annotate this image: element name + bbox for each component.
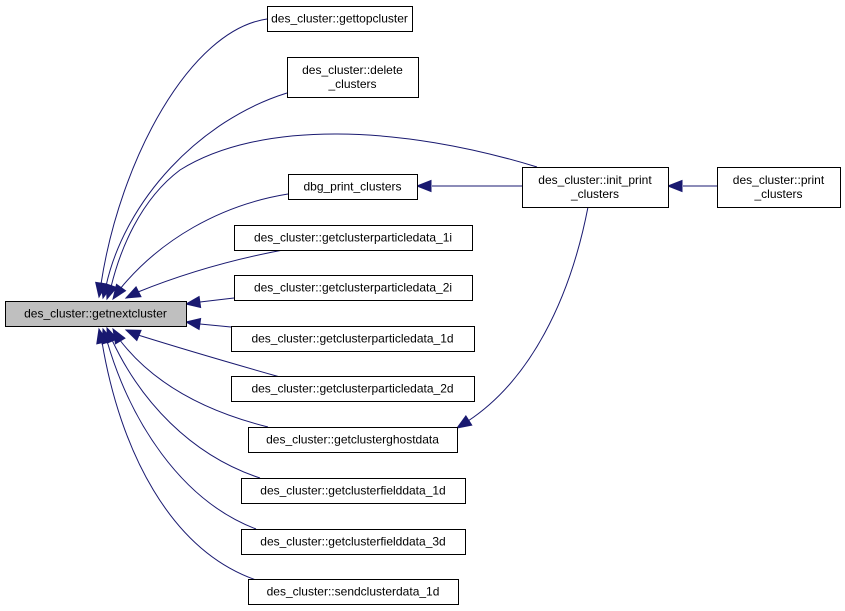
- edge-particledata_2i-to-getnextcluster: [184, 295, 235, 309]
- node-particledata-2d[interactable]: des_cluster::getclusterparticledata_2d: [231, 376, 475, 402]
- node-box: [231, 326, 475, 352]
- arrowhead-icon: [105, 283, 118, 301]
- node-box: [234, 225, 473, 251]
- arrowhead-icon: [415, 179, 432, 193]
- edge-line: [118, 338, 269, 428]
- node-label: _clusters: [327, 77, 376, 91]
- edge-line: [106, 340, 257, 530]
- node-label: des_cluster::getclusterfielddata_1d: [260, 484, 445, 498]
- edge-line: [199, 297, 235, 303]
- edges-layer: [95, 18, 717, 581]
- node-box: [231, 376, 475, 402]
- edge-init_print_clusters-to-ghostdata: [455, 206, 589, 429]
- arrowhead-icon: [455, 414, 473, 429]
- arrowhead-icon: [112, 283, 127, 301]
- arrowhead-icon: [184, 295, 202, 309]
- node-label: des_cluster::getclusterfielddata_3d: [260, 535, 445, 549]
- arrowhead-icon: [124, 329, 142, 342]
- node-particledata-1d[interactable]: des_cluster::getclusterparticledata_1d: [231, 326, 475, 352]
- node-box: [717, 167, 841, 208]
- node-label: des_cluster::getclusterparticledata_2d: [251, 382, 453, 396]
- edge-line: [105, 92, 288, 287]
- node-label: _clusters: [570, 187, 619, 201]
- edge-particledata_1i-to-getnextcluster: [124, 249, 284, 299]
- edge-line: [111, 339, 261, 479]
- edge-particledata_2d-to-getnextcluster: [124, 329, 281, 378]
- node-box: [234, 275, 473, 301]
- edge-line: [137, 334, 281, 378]
- node-fielddata-1d[interactable]: des_cluster::getclusterfielddata_1d: [241, 478, 466, 504]
- node-label: dbg_print_clusters: [303, 180, 401, 194]
- node-label: des_cluster::gettopcluster: [271, 12, 408, 26]
- node-init-print-clusters[interactable]: des_cluster::init_print_clusters: [522, 167, 669, 208]
- node-label: des_cluster::getnextcluster: [24, 307, 167, 321]
- node-sendclusterdata-1d[interactable]: des_cluster::sendclusterdata_1d: [248, 579, 459, 605]
- edge-line: [467, 206, 589, 422]
- node-label: des_cluster::getclusterparticledata_1i: [254, 231, 452, 245]
- node-print-clusters[interactable]: des_cluster::print_clusters: [717, 167, 841, 208]
- nodes-layer: des_cluster::getnextclusterdes_cluster::…: [5, 6, 841, 605]
- edge-gettopcluster-to-getnextcluster: [95, 18, 268, 299]
- node-box: [248, 427, 458, 453]
- node-dbg-print-clusters[interactable]: dbg_print_clusters: [288, 174, 418, 200]
- node-box: [288, 174, 418, 200]
- node-box: [267, 6, 413, 32]
- arrowhead-icon: [666, 179, 683, 193]
- edge-delete_clusters-to-getnextcluster: [100, 92, 288, 300]
- node-particledata-1i[interactable]: des_cluster::getclusterparticledata_1i: [234, 225, 473, 251]
- edge-init_print_clusters-to-getnextcluster: [105, 133, 538, 301]
- node-label: des_cluster::getclusterparticledata_1d: [251, 332, 453, 346]
- node-box: [522, 167, 669, 208]
- edge-line: [119, 193, 289, 290]
- node-label: _clusters: [753, 187, 802, 201]
- node-delete-clusters[interactable]: des_cluster::delete_clusters: [287, 57, 419, 98]
- node-getnextcluster[interactable]: des_cluster::getnextcluster: [5, 301, 187, 327]
- node-box: [248, 579, 459, 605]
- node-box: [241, 529, 466, 555]
- edge-init_print_clusters-to-dbg_print_clusters: [415, 179, 522, 193]
- node-box: [5, 301, 187, 327]
- node-fielddata-3d[interactable]: des_cluster::getclusterfielddata_3d: [241, 529, 466, 555]
- edge-line: [199, 323, 232, 328]
- edge-line: [110, 133, 538, 288]
- node-label: des_cluster::print: [733, 173, 825, 187]
- node-gettopcluster[interactable]: des_cluster::gettopcluster: [267, 6, 413, 32]
- edge-dbg_print_clusters-to-getnextcluster: [112, 193, 289, 301]
- node-label: des_cluster::sendclusterdata_1d: [267, 585, 440, 599]
- node-label: des_cluster::init_print: [538, 173, 652, 187]
- edge-sendclusterdata_1d-to-getnextcluster: [96, 327, 257, 581]
- edge-line: [100, 18, 268, 285]
- edge-print_clusters-to-init_print_clusters: [666, 179, 717, 193]
- edge-line: [101, 341, 257, 581]
- node-particledata-2i[interactable]: des_cluster::getclusterparticledata_2i: [234, 275, 473, 301]
- node-label: des_cluster::delete: [302, 63, 403, 77]
- arrowhead-icon: [124, 285, 142, 299]
- arrowhead-icon: [184, 317, 202, 331]
- node-box: [287, 57, 419, 98]
- edge-fielddata_3d-to-getnextcluster: [101, 327, 257, 530]
- node-label: des_cluster::getclusterghostdata: [266, 433, 439, 447]
- arrowhead-icon: [96, 327, 109, 345]
- node-label: des_cluster::getclusterparticledata_2i: [254, 281, 452, 295]
- edge-particledata_1d-to-getnextcluster: [184, 317, 232, 331]
- node-box: [241, 478, 466, 504]
- node-ghostdata[interactable]: des_cluster::getclusterghostdata: [248, 427, 458, 453]
- edge-line: [137, 249, 284, 293]
